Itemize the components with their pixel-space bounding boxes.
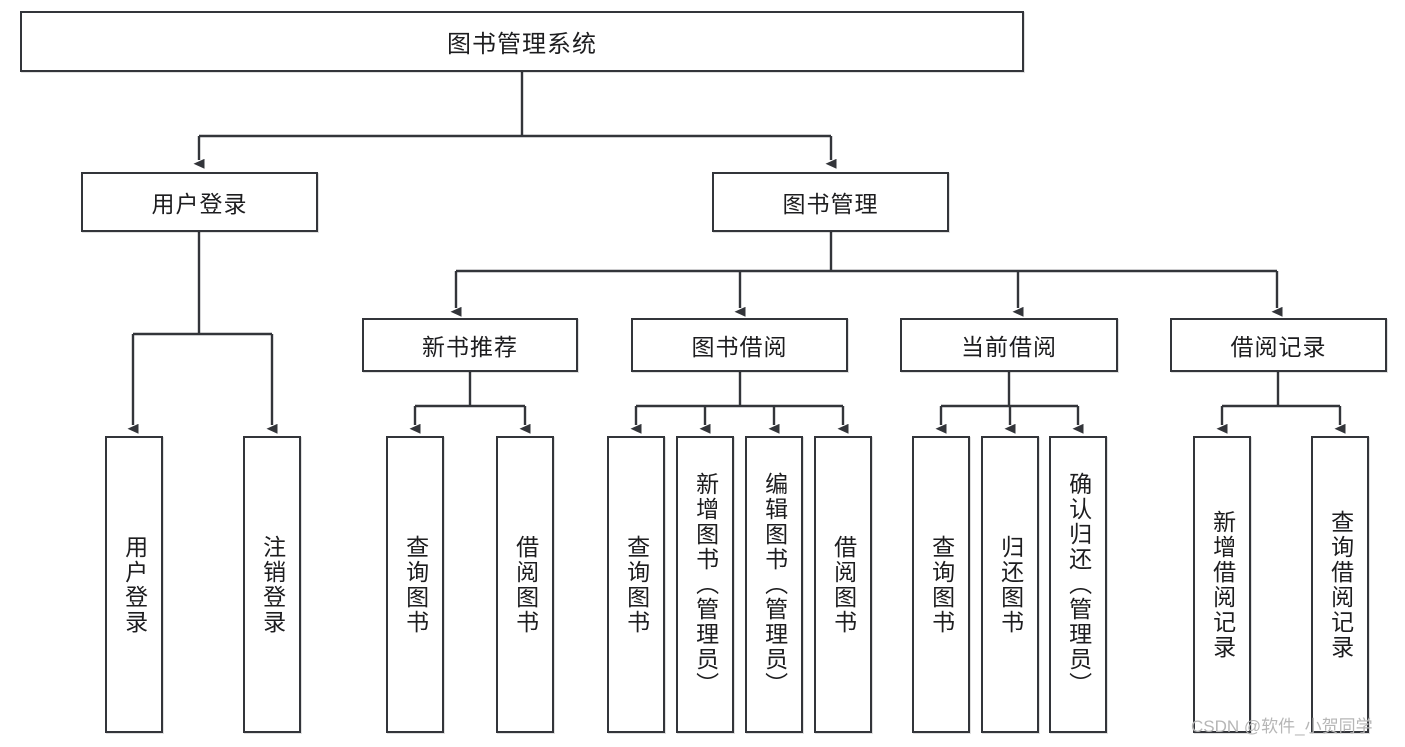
leaf-new-book-query[interactable]: 查询图书 (386, 436, 444, 733)
node-book-management[interactable]: 图书管理 (712, 172, 949, 232)
node-new-book-recommend[interactable]: 新书推荐 (362, 318, 578, 372)
node-label: 查询图书 (623, 534, 650, 635)
node-label: 新增借阅记录 (1209, 509, 1236, 660)
node-label: 归还图书 (997, 534, 1024, 635)
leaf-user-login-login[interactable]: 用户登录 (105, 436, 163, 733)
node-label: 用户登录 (151, 191, 248, 217)
node-label: 查询借阅记录 (1327, 509, 1354, 660)
node-label: 查询图书 (402, 534, 429, 635)
watermark-text: CSDN @软件_小贺同学 (1191, 717, 1373, 736)
node-label: 用户登录 (121, 534, 148, 635)
leaf-new-book-borrow[interactable]: 借阅图书 (496, 436, 554, 733)
node-label: 图书管理 (782, 191, 879, 217)
leaf-book-borrow-borrow[interactable]: 借阅图书 (814, 436, 872, 733)
node-label: 编辑图书（管理员） (761, 472, 788, 697)
leaf-current-borrow-query[interactable]: 查询图书 (912, 436, 970, 733)
leaf-borrow-record-add[interactable]: 新增借阅记录 (1193, 436, 1251, 733)
node-current-borrow[interactable]: 当前借阅 (900, 318, 1118, 372)
node-user-login[interactable]: 用户登录 (81, 172, 318, 232)
node-book-borrow[interactable]: 图书借阅 (631, 318, 848, 372)
node-root-book-management-system[interactable]: 图书管理系统 (20, 11, 1024, 72)
leaf-book-borrow-edit[interactable]: 编辑图书（管理员） (745, 436, 803, 733)
node-borrow-record[interactable]: 借阅记录 (1170, 318, 1387, 372)
node-label: 借阅图书 (512, 534, 539, 635)
node-label: 借阅图书 (830, 534, 857, 635)
node-label: 查询图书 (928, 534, 955, 635)
node-label: 当前借阅 (961, 334, 1057, 360)
leaf-book-borrow-add[interactable]: 新增图书（管理员） (676, 436, 734, 733)
leaf-current-borrow-confirm-return[interactable]: 确认归还（管理员） (1049, 436, 1107, 733)
leaf-book-borrow-query[interactable]: 查询图书 (607, 436, 665, 733)
node-label: 注销登录 (259, 534, 286, 635)
leaf-user-login-logout[interactable]: 注销登录 (243, 436, 301, 733)
node-label: 借阅记录 (1230, 334, 1327, 360)
node-label: 图书管理系统 (447, 31, 597, 58)
leaf-current-borrow-return[interactable]: 归还图书 (981, 436, 1039, 733)
node-label: 新增图书（管理员） (692, 472, 719, 697)
leaf-borrow-record-query[interactable]: 查询借阅记录 (1311, 436, 1369, 733)
node-label: 确认归还（管理员） (1065, 472, 1092, 697)
node-label: 图书借阅 (691, 334, 788, 360)
node-label: 新书推荐 (422, 334, 518, 360)
